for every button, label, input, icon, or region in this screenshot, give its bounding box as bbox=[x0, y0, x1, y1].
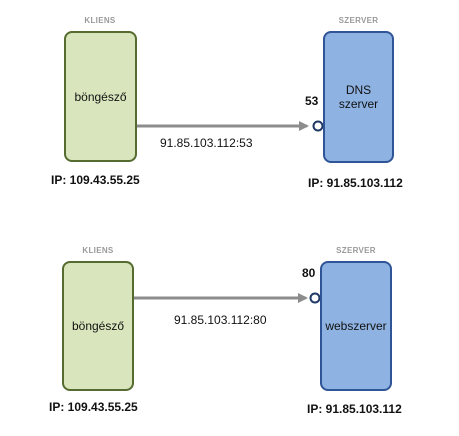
client-role-label: KLIENS bbox=[84, 16, 116, 25]
client-browser-box: böngésző bbox=[64, 31, 137, 162]
client-browser-box: böngésző bbox=[62, 261, 134, 391]
dns-server-label-line-1: DNS bbox=[345, 83, 372, 97]
dns-server-label-line-2: szerver bbox=[338, 97, 379, 111]
client-browser-label: böngésző bbox=[71, 319, 125, 333]
dns-server-ip-label: IP: 91.85.103.112 bbox=[308, 176, 403, 190]
client-ip-label: IP: 109.43.55.25 bbox=[49, 400, 138, 414]
server-role-label: SZERVER bbox=[338, 16, 379, 25]
client-ip-label: IP: 109.43.55.25 bbox=[51, 173, 140, 187]
port-connector-dns bbox=[312, 120, 324, 132]
web-connection-address: 91.85.103.112:80 bbox=[174, 313, 267, 327]
server-role-label: SZERVER bbox=[336, 246, 376, 255]
dns-connection-address: 91.85.103.112:53 bbox=[160, 136, 253, 150]
web-port-label: 80 bbox=[302, 266, 316, 280]
dns-server-box: DNS szerver bbox=[323, 31, 394, 163]
web-server-ip-label: IP: 91.85.103.112 bbox=[307, 402, 402, 416]
client-browser-label: böngésző bbox=[74, 89, 127, 104]
web-server-label: webszerver bbox=[325, 319, 387, 333]
client-role-label: KLIENS bbox=[82, 246, 114, 255]
dns-server-label: DNS szerver bbox=[337, 83, 380, 111]
port-connector-web bbox=[309, 292, 321, 304]
dns-port-label: 53 bbox=[305, 94, 319, 108]
web-server-box: webszerver bbox=[320, 261, 392, 391]
